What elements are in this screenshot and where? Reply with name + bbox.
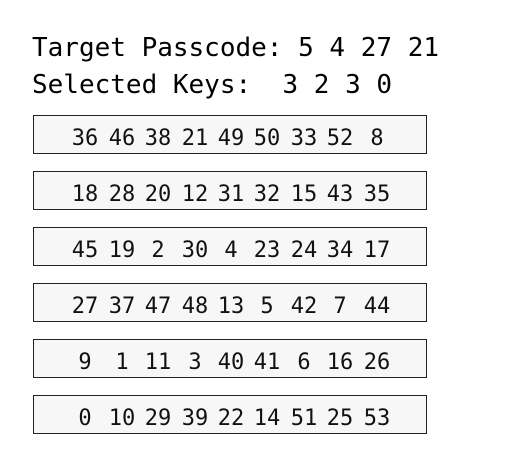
keypad-row-1: 36 46 38 21 49 50 33 52 8 xyxy=(33,115,427,154)
key-button[interactable]: 44 xyxy=(363,294,391,319)
key-button[interactable]: 1 xyxy=(115,350,129,375)
selected-digit: 2 xyxy=(313,70,330,100)
target-digit: 21 xyxy=(407,33,440,63)
key-button[interactable]: 2 xyxy=(151,238,165,263)
key-button[interactable]: 12 xyxy=(181,182,209,207)
key-button[interactable]: 8 xyxy=(370,126,384,151)
key-button[interactable]: 25 xyxy=(326,406,354,431)
key-button[interactable]: 13 xyxy=(217,294,245,319)
keypad-row-2: 18 28 20 12 31 32 15 43 35 xyxy=(33,171,427,210)
key-button[interactable]: 38 xyxy=(144,126,172,151)
selected-digit: 0 xyxy=(376,70,393,100)
key-button[interactable]: 30 xyxy=(181,238,209,263)
key-button[interactable]: 21 xyxy=(181,126,209,151)
key-button[interactable]: 52 xyxy=(326,126,354,151)
key-button[interactable]: 4 xyxy=(224,238,238,263)
key-button[interactable]: 43 xyxy=(326,182,354,207)
key-button[interactable]: 3 xyxy=(188,350,202,375)
key-button[interactable]: 42 xyxy=(290,294,318,319)
key-button[interactable]: 11 xyxy=(144,350,172,375)
key-button[interactable]: 26 xyxy=(363,350,391,375)
key-button[interactable]: 5 xyxy=(260,294,274,319)
keypad-row-4: 27 37 47 48 13 5 42 7 44 xyxy=(33,283,427,322)
key-button[interactable]: 47 xyxy=(144,294,172,319)
selected-keys-label: Selected Keys: xyxy=(32,70,252,100)
key-button[interactable]: 9 xyxy=(78,350,92,375)
key-button[interactable]: 20 xyxy=(144,182,172,207)
target-digit: 27 xyxy=(360,33,393,63)
key-button[interactable]: 19 xyxy=(108,238,136,263)
key-button[interactable]: 49 xyxy=(217,126,245,151)
keypad-row-6: 0 10 29 39 22 14 51 25 53 xyxy=(33,395,427,434)
key-button[interactable]: 15 xyxy=(290,182,318,207)
key-button[interactable]: 37 xyxy=(108,294,136,319)
key-button[interactable]: 17 xyxy=(363,238,391,263)
key-button[interactable]: 32 xyxy=(253,182,281,207)
selected-keys-line: Selected Keys: 3 2 3 0 xyxy=(32,70,392,100)
key-button[interactable]: 50 xyxy=(253,126,281,151)
key-button[interactable]: 45 xyxy=(71,238,99,263)
key-button[interactable]: 22 xyxy=(217,406,245,431)
selected-digit: 3 xyxy=(345,70,361,100)
key-button[interactable]: 6 xyxy=(297,350,311,375)
target-digit: 5 xyxy=(298,33,314,63)
key-button[interactable]: 0 xyxy=(78,406,92,431)
key-button[interactable]: 10 xyxy=(108,406,136,431)
key-button[interactable]: 46 xyxy=(108,126,136,151)
keypad-row-3: 45 19 2 30 4 23 24 34 17 xyxy=(33,227,427,266)
key-button[interactable]: 7 xyxy=(333,294,347,319)
selected-digit: 3 xyxy=(282,70,299,100)
target-passcode-label: Target Passcode: xyxy=(32,33,283,63)
target-digit: 4 xyxy=(329,33,346,63)
key-button[interactable]: 29 xyxy=(144,406,172,431)
key-button[interactable]: 40 xyxy=(217,350,245,375)
key-button[interactable]: 53 xyxy=(363,406,391,431)
key-button[interactable]: 48 xyxy=(181,294,209,319)
key-button[interactable]: 35 xyxy=(363,182,391,207)
key-button[interactable]: 14 xyxy=(253,406,281,431)
key-button[interactable]: 23 xyxy=(253,238,281,263)
key-button[interactable]: 31 xyxy=(217,182,245,207)
key-button[interactable]: 39 xyxy=(181,406,209,431)
key-button[interactable]: 18 xyxy=(71,182,99,207)
key-button[interactable]: 16 xyxy=(326,350,354,375)
key-button[interactable]: 33 xyxy=(290,126,318,151)
key-button[interactable]: 36 xyxy=(71,126,99,151)
key-button[interactable]: 51 xyxy=(290,406,318,431)
key-button[interactable]: 27 xyxy=(71,294,99,319)
key-button[interactable]: 24 xyxy=(290,238,318,263)
key-button[interactable]: 41 xyxy=(253,350,281,375)
key-button[interactable]: 28 xyxy=(108,182,136,207)
key-button[interactable]: 34 xyxy=(326,238,354,263)
target-passcode-line: Target Passcode: 5 4 27 21 xyxy=(32,33,439,63)
